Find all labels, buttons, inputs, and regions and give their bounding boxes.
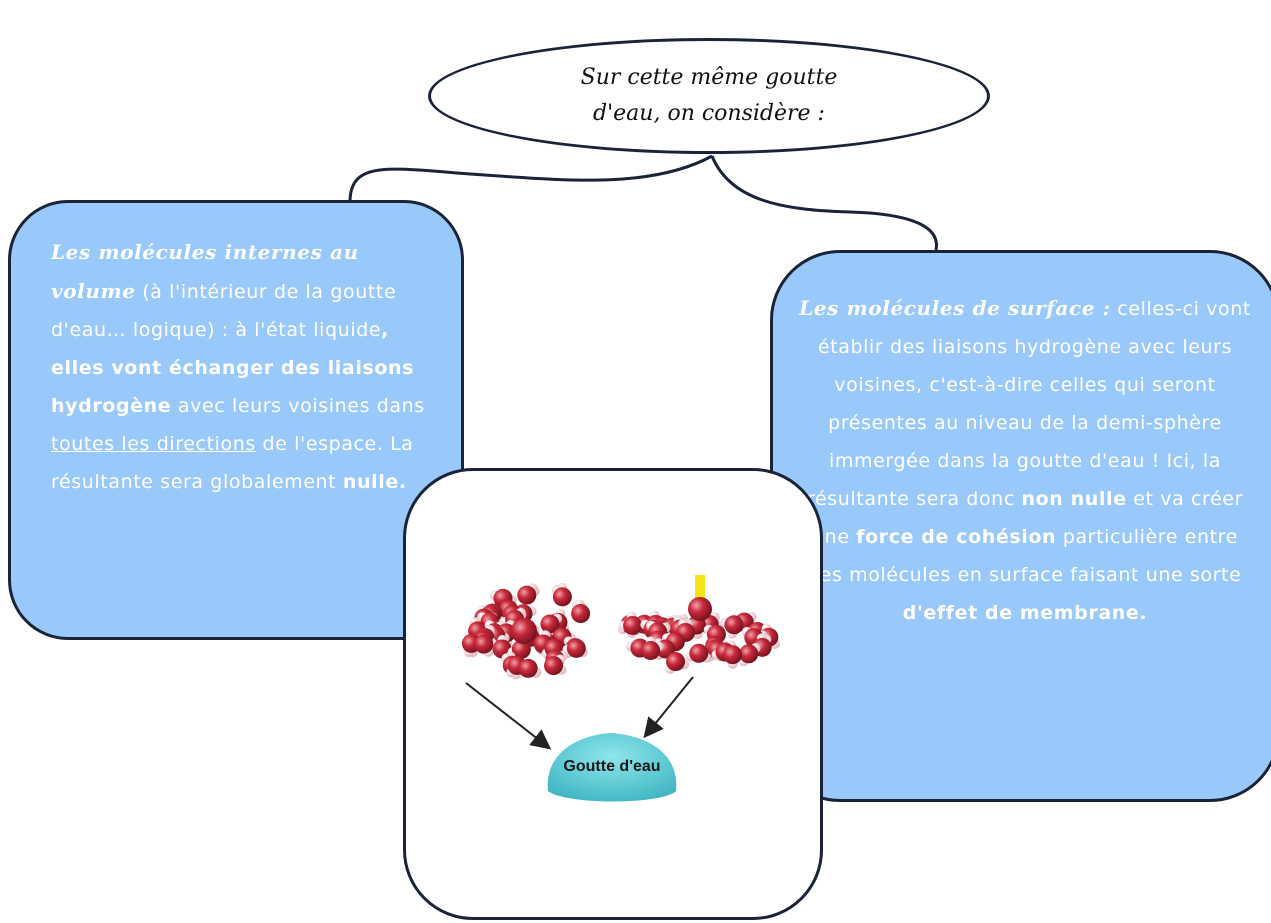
- oxygen-atom: [724, 615, 744, 635]
- internal-molecules-box: Les molécules internes au volume (à l'in…: [8, 200, 464, 640]
- water-drop-image-card: Goutte d'eau: [403, 468, 823, 920]
- surface-bold-1: non nulle: [1021, 488, 1127, 510]
- surface-molecule-highlight: [688, 597, 712, 621]
- surface-bold-3: d'effet de membrane.: [902, 602, 1148, 624]
- arrow-right: [643, 676, 694, 739]
- oxygen-atom: [623, 615, 643, 635]
- water-drop-shape: [547, 733, 677, 802]
- title-line-2: d'eau, on considère :: [593, 101, 825, 126]
- connector-right: [710, 155, 938, 251]
- oxygen-atom: [540, 614, 560, 634]
- internal-bold-1: , elles vont échanger des liaisons hydro…: [51, 319, 415, 417]
- title-line-1: Sur cette même goutte: [580, 65, 838, 90]
- internal-molecules-heading: Les molécules internes au volume: [51, 240, 359, 303]
- oxygen-atom: [723, 645, 743, 665]
- internal-molecule-highlight: [511, 618, 537, 644]
- internal-underline-1: toutes les directions: [51, 433, 256, 455]
- internal-text-3: de l'espace. La résultante sera globalem…: [51, 433, 414, 493]
- water-drop-label: Goutte d'eau: [563, 758, 660, 775]
- oxygen-atom: [518, 658, 538, 678]
- oxygen-atom: [641, 640, 661, 660]
- arrow-left: [465, 682, 552, 750]
- title-text: Sur cette même goutte d'eau, on considèr…: [539, 60, 879, 132]
- surface-bold-2: force de cohésion: [856, 526, 1057, 548]
- internal-molecule-cluster: [461, 582, 591, 680]
- oxygen-atom: [566, 638, 586, 658]
- internal-bold-2: nulle.: [342, 471, 407, 493]
- internal-text-1: (à l'intérieur de la goutte d'eau… logiq…: [51, 281, 397, 341]
- surface-marker: [695, 575, 705, 601]
- surface-molecule-cluster: [617, 610, 780, 674]
- surface-molecules-heading: Les molécules de surface :: [799, 296, 1111, 320]
- internal-molecules-text: Les molécules internes au volume (à l'in…: [51, 233, 431, 501]
- title-bubble: Sur cette même goutte d'eau, on considèr…: [428, 38, 990, 154]
- internal-text-2: avec leurs voisines dans: [171, 395, 425, 417]
- water-drop-illustration: Goutte d'eau: [461, 575, 780, 802]
- connector-left: [348, 154, 713, 203]
- surface-molecules-box: Les molécules de surface : celles-ci von…: [770, 250, 1271, 802]
- oxygen-atom: [571, 604, 591, 624]
- surface-text-3: particulière entre ces molécules en surf…: [808, 526, 1242, 586]
- oxygen-atom: [739, 644, 759, 664]
- oxygen-atom: [517, 585, 537, 605]
- oxygen-atom: [474, 634, 494, 654]
- oxygen-atom: [511, 639, 531, 659]
- oxygen-atom: [544, 656, 564, 676]
- oxygen-atom: [666, 652, 686, 672]
- oxygen-atom: [689, 643, 709, 663]
- oxygen-atom: [552, 587, 572, 607]
- surface-text-1: celles-ci vont établir des liaisons hydr…: [807, 298, 1251, 510]
- surface-molecules-text: Les molécules de surface : celles-ci von…: [799, 289, 1251, 632]
